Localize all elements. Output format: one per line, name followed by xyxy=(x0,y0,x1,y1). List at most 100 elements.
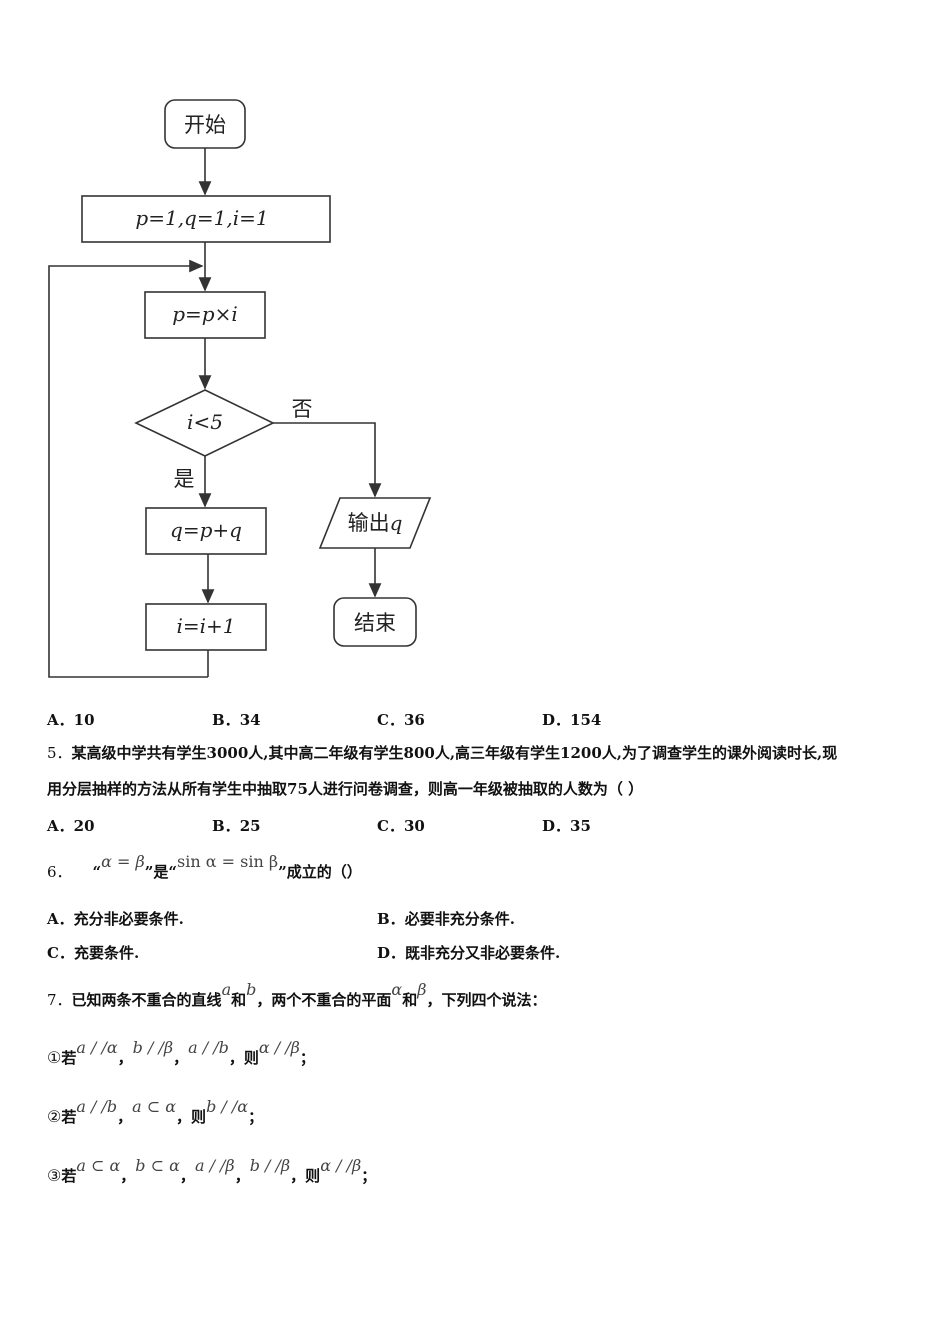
q7-s2-m2: a ⊂ α xyxy=(132,1097,177,1116)
q7-s1-comma-3: ， xyxy=(228,1049,244,1067)
flowchart-step1-node xyxy=(144,291,266,339)
q7-question: 7．已知两条不重合的直线a和b，两个不重合的平面α和β，下列四个说法： xyxy=(47,980,547,1010)
q6-close-quote-2: ” xyxy=(278,863,287,881)
q6-option-b[interactable]: B．必要非充分条件. xyxy=(377,908,515,929)
q7-text-3: ，下列四个说法： xyxy=(426,991,547,1009)
q7-s2-comma-2: ， xyxy=(176,1108,192,1126)
q7-statement-1: ①若a / /α，b / /β，a / /b，则α / /β； xyxy=(47,1038,315,1068)
flowchart-output-prefix: 输出 xyxy=(348,511,390,535)
q7-text-1: 已知两条不重合的直线 xyxy=(71,991,222,1009)
q7-s1-comma-2: ， xyxy=(173,1049,189,1067)
q6-number: 6． xyxy=(47,863,72,881)
q7-s1-semicolon: ； xyxy=(299,1049,315,1067)
q7-s3-comma-1: ， xyxy=(120,1167,136,1185)
q5-option-c-text: 30 xyxy=(403,817,425,835)
q5-option-a-text: 20 xyxy=(73,817,95,835)
q7-s1-m4: α / /β xyxy=(258,1038,300,1057)
q6-option-d[interactable]: D．既非充分又非必要条件. xyxy=(377,942,560,963)
flowchart-output-var: q xyxy=(390,511,403,535)
flowchart-step3-node xyxy=(145,603,267,651)
q5-option-a[interactable]: A．20 xyxy=(47,815,95,836)
q4-option-c[interactable]: C．36 xyxy=(377,709,425,730)
q4-option-c-letter: C． xyxy=(377,711,404,729)
q7-s3-m4: b / /β xyxy=(249,1156,291,1175)
q7-and-1: 和 xyxy=(231,991,247,1009)
q6-open-quote-1: “ xyxy=(92,863,102,881)
q5-option-d-letter: D． xyxy=(542,817,571,835)
flowchart-output-label: 输出q xyxy=(348,511,403,535)
q7-s2-m3: b / /α xyxy=(206,1097,249,1116)
flowchart-start-label: 开始 xyxy=(184,113,226,137)
q6-option-d-text: 既非充分又非必要条件. xyxy=(405,944,561,962)
q4-option-a[interactable]: A．10 xyxy=(47,709,95,730)
q6-mid-text: 是 xyxy=(153,863,169,881)
q6-option-a-text: 充分非必要条件. xyxy=(73,910,184,928)
q7-number: 7． xyxy=(47,991,72,1009)
q7-s3-comma-2: ， xyxy=(179,1167,195,1185)
flowchart-no-label: 否 xyxy=(292,397,313,421)
q6-option-b-text: 必要非充分条件. xyxy=(404,910,515,928)
q5-number: 5． xyxy=(47,744,72,762)
q6-condition-2: sin α = sin β xyxy=(177,852,279,871)
q4-option-a-letter: A． xyxy=(47,711,74,729)
flowchart-init-label: p=1,q=1,i=1 xyxy=(135,206,268,230)
q7-s3-mark: ③ xyxy=(47,1166,62,1185)
q5-option-c-letter: C． xyxy=(377,817,404,835)
q7-s2-then: 则 xyxy=(191,1108,207,1126)
q7-s1-m3: a / /b xyxy=(188,1038,229,1057)
q7-s2-comma-1: ， xyxy=(117,1108,133,1126)
q7-text-2: ，两个不重合的平面 xyxy=(256,991,392,1009)
q6-open-quote-2: “ xyxy=(168,863,178,881)
q4-option-d[interactable]: D．154 xyxy=(542,709,601,730)
flowchart-step2-label: q=p+q xyxy=(170,518,242,542)
q6-option-b-letter: B． xyxy=(377,910,405,928)
q5-option-b[interactable]: B．25 xyxy=(212,815,261,836)
q6-question: 6． “α = β”是“sin α = sin β”成立的（） xyxy=(47,852,362,882)
q7-s3-then: 则 xyxy=(305,1167,321,1185)
q7-statement-3: ③若a ⊂ α，b ⊂ α，a / /β，b / /β，则α / /β； xyxy=(47,1156,377,1186)
q6-option-c-text: 充要条件. xyxy=(73,944,140,962)
q5-option-c[interactable]: C．30 xyxy=(377,815,425,836)
q6-option-a-letter: A． xyxy=(47,910,74,928)
q7-s1-if: 若 xyxy=(61,1049,77,1067)
flowchart-end-node xyxy=(333,597,417,647)
flowchart-step3-label: i=i+1 xyxy=(176,614,235,638)
q5-line2: 用分层抽样的方法从所有学生中抽取75人进行问卷调查，则高一年级被抽取的人数为（ … xyxy=(47,780,644,798)
flowchart-yes-label: 是 xyxy=(174,467,195,491)
q5-question: 5．某高级中学共有学生3000人,其中高二年级有学生800人,高三年级有学生12… xyxy=(47,735,910,807)
q5-option-d-text: 35 xyxy=(570,817,591,835)
q7-s3-comma-3: ， xyxy=(234,1167,250,1185)
q7-s3-if: 若 xyxy=(61,1167,77,1185)
q5-option-b-letter: B． xyxy=(212,817,240,835)
flowchart-output-node xyxy=(318,497,432,549)
q5-option-b-text: 25 xyxy=(239,817,261,835)
q7-s3-semicolon: ； xyxy=(361,1167,377,1185)
q6-option-d-letter: D． xyxy=(377,944,406,962)
q4-option-b[interactable]: B．34 xyxy=(212,709,261,730)
flowchart-end-label: 结束 xyxy=(354,611,396,635)
flowchart-init-node xyxy=(81,195,331,243)
q7-s2-mark: ② xyxy=(47,1107,62,1126)
q5-line1: 某高级中学共有学生3000人,其中高二年级有学生800人,高三年级有学生1200… xyxy=(71,744,838,762)
q6-condition-1: α = β xyxy=(101,852,145,871)
q7-s3-comma-4: ， xyxy=(290,1167,306,1185)
q6-option-c[interactable]: C．充要条件. xyxy=(47,942,139,963)
q4-option-b-text: 34 xyxy=(239,711,261,729)
q7-s1-m2: b / /β xyxy=(132,1038,174,1057)
q7-line-b: b xyxy=(246,980,257,999)
q7-line-a: a xyxy=(221,980,232,999)
q7-statement-2: ②若a / /b，a ⊂ α，则b / /α； xyxy=(47,1097,263,1127)
q5-option-d[interactable]: D．35 xyxy=(542,815,591,836)
q7-s1-comma-1: ， xyxy=(117,1049,133,1067)
q6-option-c-letter: C． xyxy=(47,944,74,962)
q7-and-2: 和 xyxy=(402,991,418,1009)
q7-plane-beta: β xyxy=(417,980,427,999)
q7-s2-if: 若 xyxy=(61,1108,77,1126)
flowchart-loop-arrow xyxy=(48,259,208,678)
q7-plane-alpha: α xyxy=(391,980,403,999)
q6-option-a[interactable]: A．充分非必要条件. xyxy=(47,908,184,929)
q7-s1-mark: ① xyxy=(47,1048,62,1067)
q6-tail-text: 成立的（） xyxy=(286,863,362,881)
q7-s1-then: 则 xyxy=(243,1049,259,1067)
